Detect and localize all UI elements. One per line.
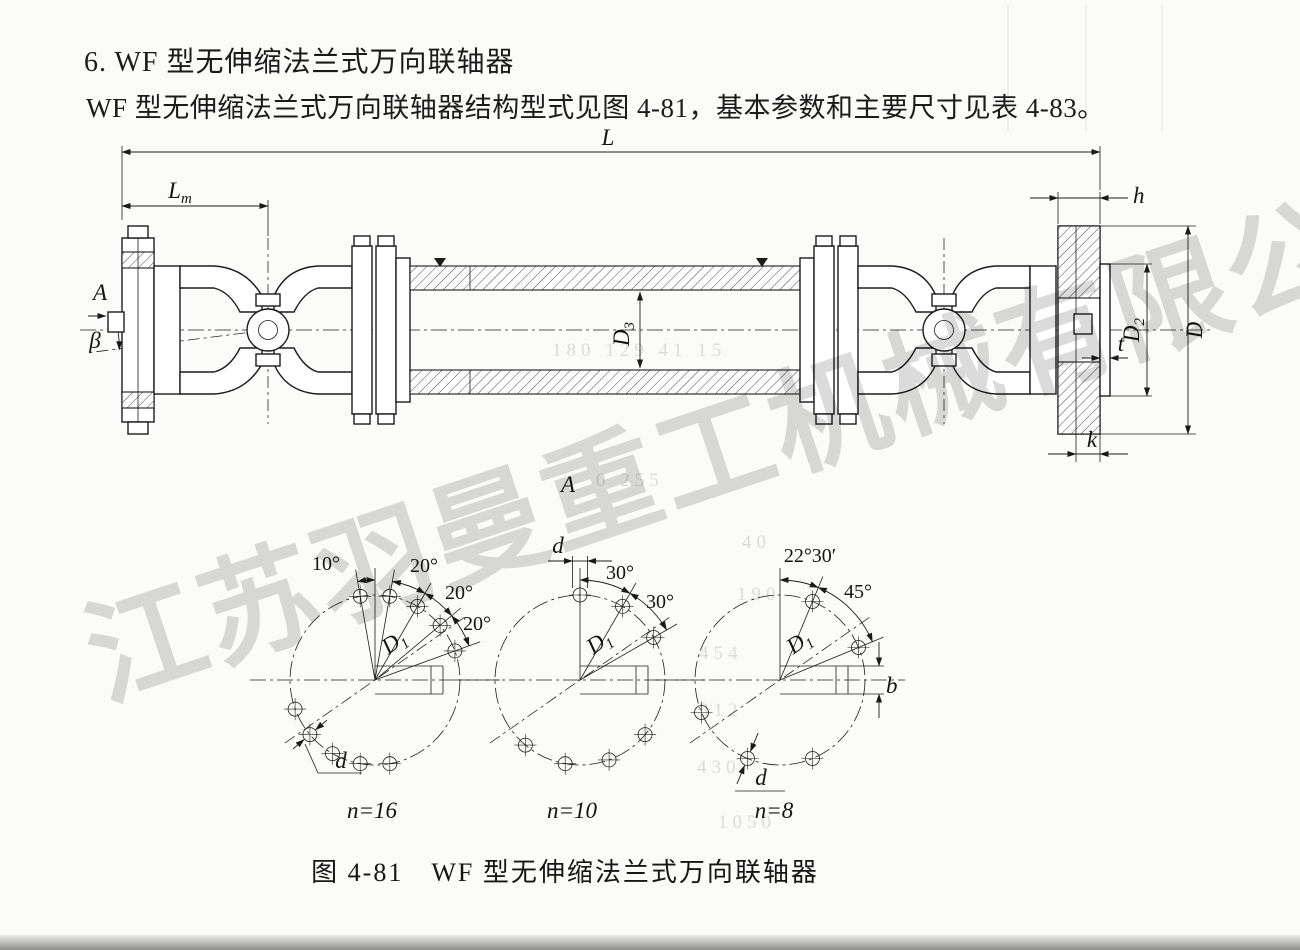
bolt-hole bbox=[690, 701, 713, 724]
figure-caption: 图 4-81 WF 型无伸缩法兰式万向联轴器 bbox=[311, 858, 819, 887]
right-universal-joint bbox=[857, 265, 1057, 395]
bleed-through-text: 40 bbox=[742, 532, 771, 553]
dim-label-L: L bbox=[601, 125, 615, 150]
section-heading: 6. WF 型无伸缩法兰式万向联轴器 bbox=[84, 47, 515, 78]
right-flange-pair bbox=[813, 235, 859, 425]
bolt-count-label: n=16 bbox=[347, 798, 398, 823]
right-end-flange bbox=[1057, 225, 1111, 435]
dim-label-t: t bbox=[1118, 331, 1125, 356]
bolt-pattern-n8: 22°30′ 45° D1 b d n=8 bbox=[655, 545, 905, 823]
bolt-count-label: n=8 bbox=[755, 798, 794, 823]
dim-label-D3-base: D bbox=[609, 329, 634, 347]
cross-journal bbox=[246, 308, 290, 352]
bolt-holes bbox=[690, 590, 870, 770]
bolt-holes bbox=[514, 584, 665, 775]
bolt-hole bbox=[847, 636, 870, 659]
hole-dia-label-d: d bbox=[552, 533, 564, 558]
dim-label-D3: D3 bbox=[609, 322, 638, 347]
swing-angle-line bbox=[85, 329, 269, 354]
shaft-tube bbox=[395, 257, 815, 403]
right-keyway-block bbox=[1073, 313, 1093, 335]
hole-dia-label-d: d bbox=[755, 765, 767, 790]
bolt-hole bbox=[598, 748, 621, 771]
assembly-drawing: L Lm h D3 D2 D t k A β A bbox=[80, 125, 1212, 497]
view-arrow-label: A bbox=[91, 280, 108, 305]
hole-dia-label-d: d bbox=[335, 748, 347, 773]
angle-label: 10° bbox=[312, 553, 340, 575]
middle-flange-pair bbox=[351, 235, 397, 425]
bleed-through-text: 454 bbox=[699, 643, 743, 664]
tab-width-label-b: b bbox=[886, 673, 898, 698]
bolt-hole bbox=[801, 747, 824, 770]
dim-label-D: D bbox=[1182, 321, 1207, 339]
bolt-hole bbox=[298, 723, 321, 746]
swing-angle-label: β bbox=[88, 328, 101, 353]
weld-mark bbox=[434, 258, 446, 267]
flange-spigot bbox=[1099, 263, 1111, 397]
bolt-hole bbox=[514, 734, 537, 757]
bleed-through-text: 1050 bbox=[718, 812, 776, 833]
bolt-hole bbox=[378, 752, 401, 775]
left-keyway-block bbox=[107, 311, 125, 333]
bleed-through-rules bbox=[1007, 6, 1163, 130]
dim-label-Lm: Lm bbox=[167, 178, 192, 207]
angle-label: 30° bbox=[646, 591, 674, 613]
bleed-through-text: 430 bbox=[697, 757, 741, 778]
angle-label: 45° bbox=[844, 581, 872, 603]
dim-label-D3-sub: 3 bbox=[622, 322, 638, 331]
bleed-through-text: 0 255 bbox=[596, 470, 664, 491]
dim-label-k: k bbox=[1087, 427, 1098, 452]
dim-label-D2-base: D bbox=[1119, 325, 1144, 343]
bolt-hole bbox=[642, 626, 665, 649]
bolt-holes bbox=[284, 585, 466, 775]
dim-label-h: h bbox=[1133, 183, 1145, 208]
bolt-hole bbox=[801, 590, 824, 613]
weld-mark bbox=[756, 258, 768, 267]
dim-label-D2: D2 bbox=[1119, 317, 1148, 343]
left-end-flange bbox=[107, 225, 155, 435]
bolt-hole bbox=[321, 742, 344, 765]
dim-label-Lm-base: L bbox=[167, 178, 181, 203]
angle-label: 22°30′ bbox=[784, 545, 836, 567]
bolt-pattern-n16: 10° 20° 20° 20° D1 d n=16 bbox=[250, 553, 500, 823]
intro-paragraph: WF 型无伸缩法兰式万向联轴器结构型式见图 4-81，基本参数和主要尺寸见表 4… bbox=[86, 93, 1105, 123]
bolt-hole bbox=[406, 595, 429, 618]
bleed-through-text: 312 bbox=[699, 700, 743, 721]
left-universal-joint bbox=[153, 265, 353, 395]
bolt-hole bbox=[611, 595, 634, 618]
bolt-pattern-n10: d 30° 30° D1 n=10 bbox=[455, 533, 705, 823]
bolt-hole bbox=[349, 752, 372, 775]
angle-label: 20° bbox=[463, 613, 491, 635]
bolt-hole bbox=[443, 639, 466, 662]
angle-label: 20° bbox=[445, 582, 473, 604]
bolt-hole bbox=[349, 585, 372, 608]
bolt-hole bbox=[284, 698, 307, 721]
bolt-hole bbox=[429, 614, 452, 637]
dim-label-D2-sub: 2 bbox=[1132, 317, 1148, 325]
section-view-label: A bbox=[559, 472, 576, 497]
bolt-hole bbox=[378, 585, 401, 608]
bolt-hole bbox=[569, 584, 591, 606]
dim-label-Lm-sub: m bbox=[181, 191, 192, 207]
bolt-hole bbox=[634, 723, 657, 746]
page-bottom-edge bbox=[0, 935, 1300, 950]
bolt-count-label: n=10 bbox=[547, 798, 598, 823]
angle-label: 30° bbox=[606, 562, 634, 584]
angle-label: 20° bbox=[410, 555, 438, 577]
bolt-hole bbox=[736, 747, 759, 770]
bleed-through-text: 190 bbox=[737, 584, 781, 605]
cross-journal bbox=[922, 308, 966, 352]
bleed-through-text: 180 129 41 15 bbox=[552, 340, 727, 361]
bolt-hole bbox=[554, 752, 577, 775]
dimension-lines bbox=[88, 146, 1196, 462]
